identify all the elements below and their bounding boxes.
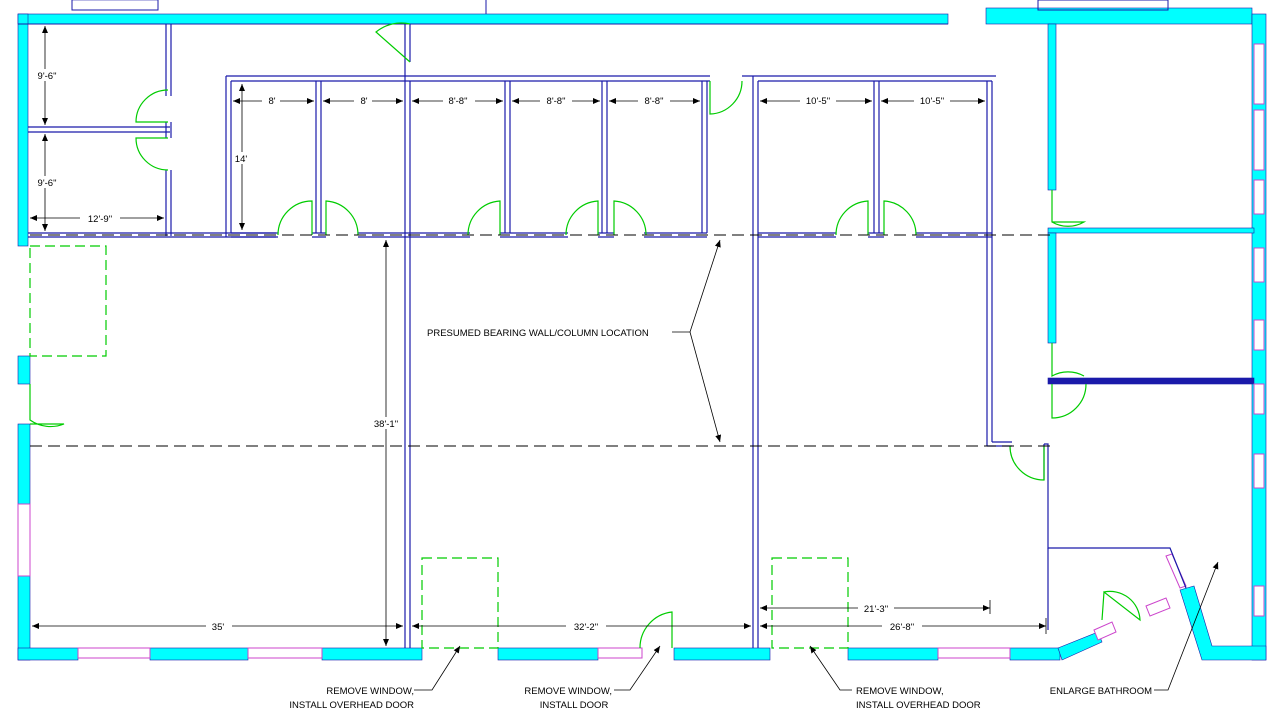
bearing-lines — [30, 234, 1050, 447]
door-new-bottom — [639, 611, 673, 649]
note-door-line2: INSTALL DOOR — [540, 700, 609, 711]
dimension-lines — [30, 26, 1219, 691]
door-right-2 — [1051, 343, 1085, 378]
partition-right-1 — [1047, 23, 1057, 191]
note-overhead-2-line2: INSTALL OVERHEAD DOOR — [856, 700, 981, 711]
dim-office-5: 8'-8" — [645, 96, 664, 107]
exterior-wall-bottom-6 — [847, 647, 939, 661]
dim-bay-depth: 38'-1" — [374, 419, 398, 430]
note-enlarge-bathroom: ENLARGE BATHROOM — [1050, 686, 1152, 697]
exterior-wall-top — [17, 13, 949, 25]
window-right-6 — [1253, 383, 1265, 415]
dim-room-height-top: 9'-6" — [38, 71, 57, 82]
doors — [29, 22, 1141, 649]
exterior-wall-bottom-angled — [1057, 631, 1103, 661]
dim-bay-3-partial: 21'-3" — [864, 604, 888, 615]
door-top — [375, 22, 411, 63]
window-bottom-3 — [597, 647, 643, 659]
note-bearing-wall: PRESUMED BEARING WALL/COLUMN LOCATION — [427, 328, 649, 339]
exterior-wall-bottom-5 — [673, 647, 771, 661]
door-right-3 — [1051, 383, 1087, 419]
exterior-wall-left-upper — [17, 13, 29, 247]
dim-office-2: 8' — [360, 96, 367, 107]
exterior-wall-bottom-1 — [17, 647, 79, 661]
door-office-1 — [277, 200, 313, 236]
window-angled-2 — [1145, 597, 1171, 617]
window-right-3 — [1253, 179, 1265, 215]
exterior-wall-bathroom-corner — [1179, 585, 1267, 661]
dim-office-7: 10'-5" — [920, 96, 944, 107]
partition-right-4 — [1047, 377, 1255, 385]
partition-right-3 — [1047, 232, 1057, 344]
window-bottom-2 — [247, 647, 323, 659]
door-office-6 — [835, 200, 869, 236]
door-office-7 — [883, 200, 917, 236]
exterior-wall-bottom-2 — [149, 647, 249, 661]
door-bathroom — [1101, 590, 1141, 622]
note-overhead-1-line2: INSTALL OVERHEAD DOOR — [289, 700, 414, 711]
dim-room-height-bottom: 9'-6" — [38, 178, 57, 189]
overhead-door-zone-2 — [771, 557, 849, 649]
window-right-1 — [1253, 43, 1265, 105]
window-right-7 — [1253, 453, 1265, 489]
windows — [17, 43, 1265, 659]
door-right-1 — [1051, 190, 1087, 227]
door-corridor — [709, 80, 743, 115]
notes: PRESUMED BEARING WALL/COLUMN LOCATION RE… — [289, 328, 1152, 711]
door-office-2 — [325, 200, 359, 236]
exterior-wall-bottom-4 — [497, 647, 599, 661]
window-left — [17, 503, 31, 577]
dim-office-3: 8'-8" — [449, 96, 468, 107]
note-overhead-1-line1: REMOVE WINDOW, — [326, 686, 414, 697]
window-bathroom — [1165, 553, 1187, 589]
interior-walls — [28, 24, 1187, 648]
window-right-4 — [1253, 247, 1265, 283]
dim-office-6: 10'-5" — [806, 96, 830, 107]
dimension-labels: 9'-6" 9'-6" 12'-9" 8' 8' 8'-8" 8'-8" 8'-… — [31, 69, 950, 633]
door-left-exterior — [29, 384, 65, 428]
dim-room-depth: 14' — [235, 154, 248, 165]
window-right-5 — [1253, 319, 1265, 351]
exterior-wall-bottom-3 — [321, 647, 423, 661]
exterior-wall-top-notch — [71, 0, 159, 11]
dim-office-1: 8' — [268, 96, 275, 107]
partition-right-2 — [1047, 227, 1255, 234]
dashed-area-left — [29, 245, 107, 357]
door-left-room-1 — [135, 89, 169, 123]
door-office-5 — [613, 200, 647, 236]
note-overhead-2-line1: REMOVE WINDOW, — [856, 686, 944, 697]
exterior-wall-left-stub — [17, 355, 31, 385]
note-door-line1: REMOVE WINDOW, — [524, 686, 612, 697]
window-right-2 — [1253, 109, 1265, 171]
door-left-room-2 — [135, 137, 169, 171]
overhead-door-zone-1 — [421, 557, 499, 649]
dim-office-4: 8'-8" — [547, 96, 566, 107]
window-bottom-4 — [937, 647, 1011, 659]
window-angled-1 — [1093, 621, 1117, 641]
dim-bay-3: 26'-8" — [890, 622, 914, 633]
door-office-4 — [565, 200, 599, 236]
window-bottom-1 — [77, 647, 151, 659]
door-hall — [1009, 445, 1045, 481]
dim-left-width: 12'-9" — [88, 214, 112, 225]
window-right-8 — [1253, 585, 1265, 617]
dim-bay-1: 35' — [212, 622, 225, 633]
exterior-wall-bottom-7 — [1009, 647, 1061, 661]
door-office-3 — [467, 200, 501, 236]
dim-bay-2: 32'-2" — [574, 622, 598, 633]
top-wall-detail — [18, 0, 1169, 25]
